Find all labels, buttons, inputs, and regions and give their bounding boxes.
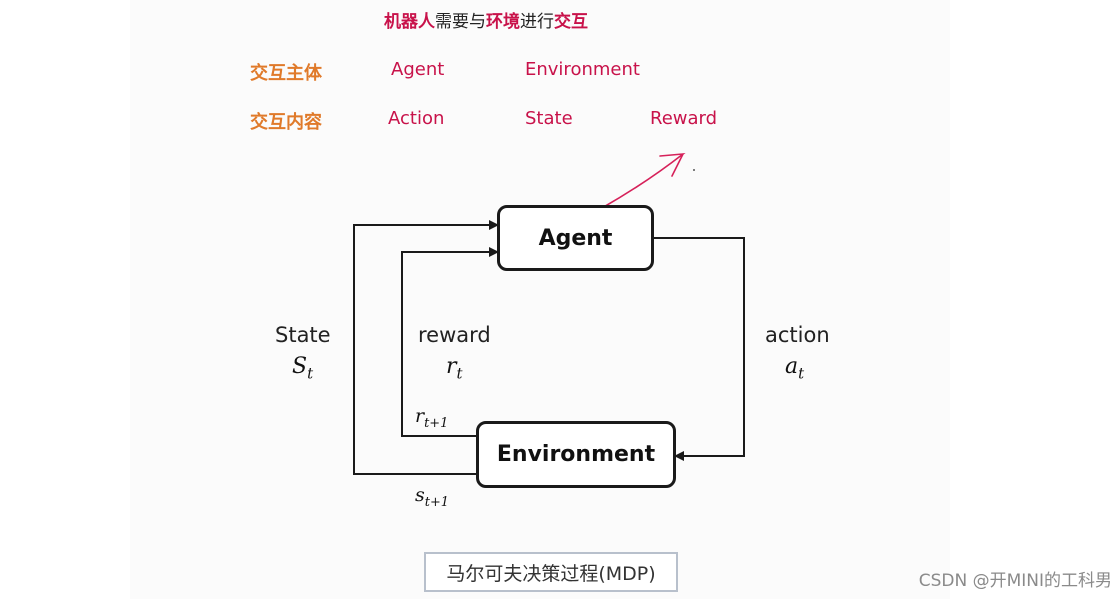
reward-handwritten-arrow (601, 152, 686, 209)
environment-box: Environment (476, 421, 676, 488)
content-reward: Reward (650, 108, 718, 129)
title-environment: 环境 (486, 12, 520, 32)
agent-label: Agent (538, 225, 613, 251)
subject-label: 交互主体 (250, 63, 322, 84)
subject-environment: Environment (525, 59, 640, 80)
content-label: 交互内容 (250, 112, 322, 133)
reward-symbol: rt (446, 354, 463, 383)
title-needs-with: 需要与 (435, 12, 486, 32)
subject-agent: Agent (391, 59, 445, 80)
agent-box: Agent (497, 205, 654, 271)
environment-label: Environment (496, 442, 656, 467)
slide-title: 机器人需要与环境进行交互 (384, 7, 588, 32)
title-perform: 进行 (520, 12, 554, 32)
action-arrow (654, 237, 745, 461)
reward-arrow (401, 247, 499, 437)
mdp-caption: 马尔可夫决策过程(MDP) (424, 552, 678, 592)
state-arrow (353, 220, 499, 475)
state-next-symbol: st+1 (415, 484, 449, 510)
pen-dot (693, 169, 695, 171)
action-label: action (765, 323, 830, 347)
reward-label: reward (418, 323, 491, 347)
title-interaction: 交互 (554, 12, 588, 32)
action-symbol: at (785, 354, 805, 383)
content-state: State (525, 108, 573, 129)
title-robot: 机器人 (384, 12, 435, 32)
reward-next-symbol: rt+1 (415, 405, 449, 431)
state-label: State (275, 323, 331, 347)
csdn-watermark: CSDN @开MINI的工科男 (918, 571, 1112, 591)
slide-background (130, 0, 950, 599)
content-action: Action (388, 108, 445, 129)
state-symbol: St (292, 354, 314, 383)
